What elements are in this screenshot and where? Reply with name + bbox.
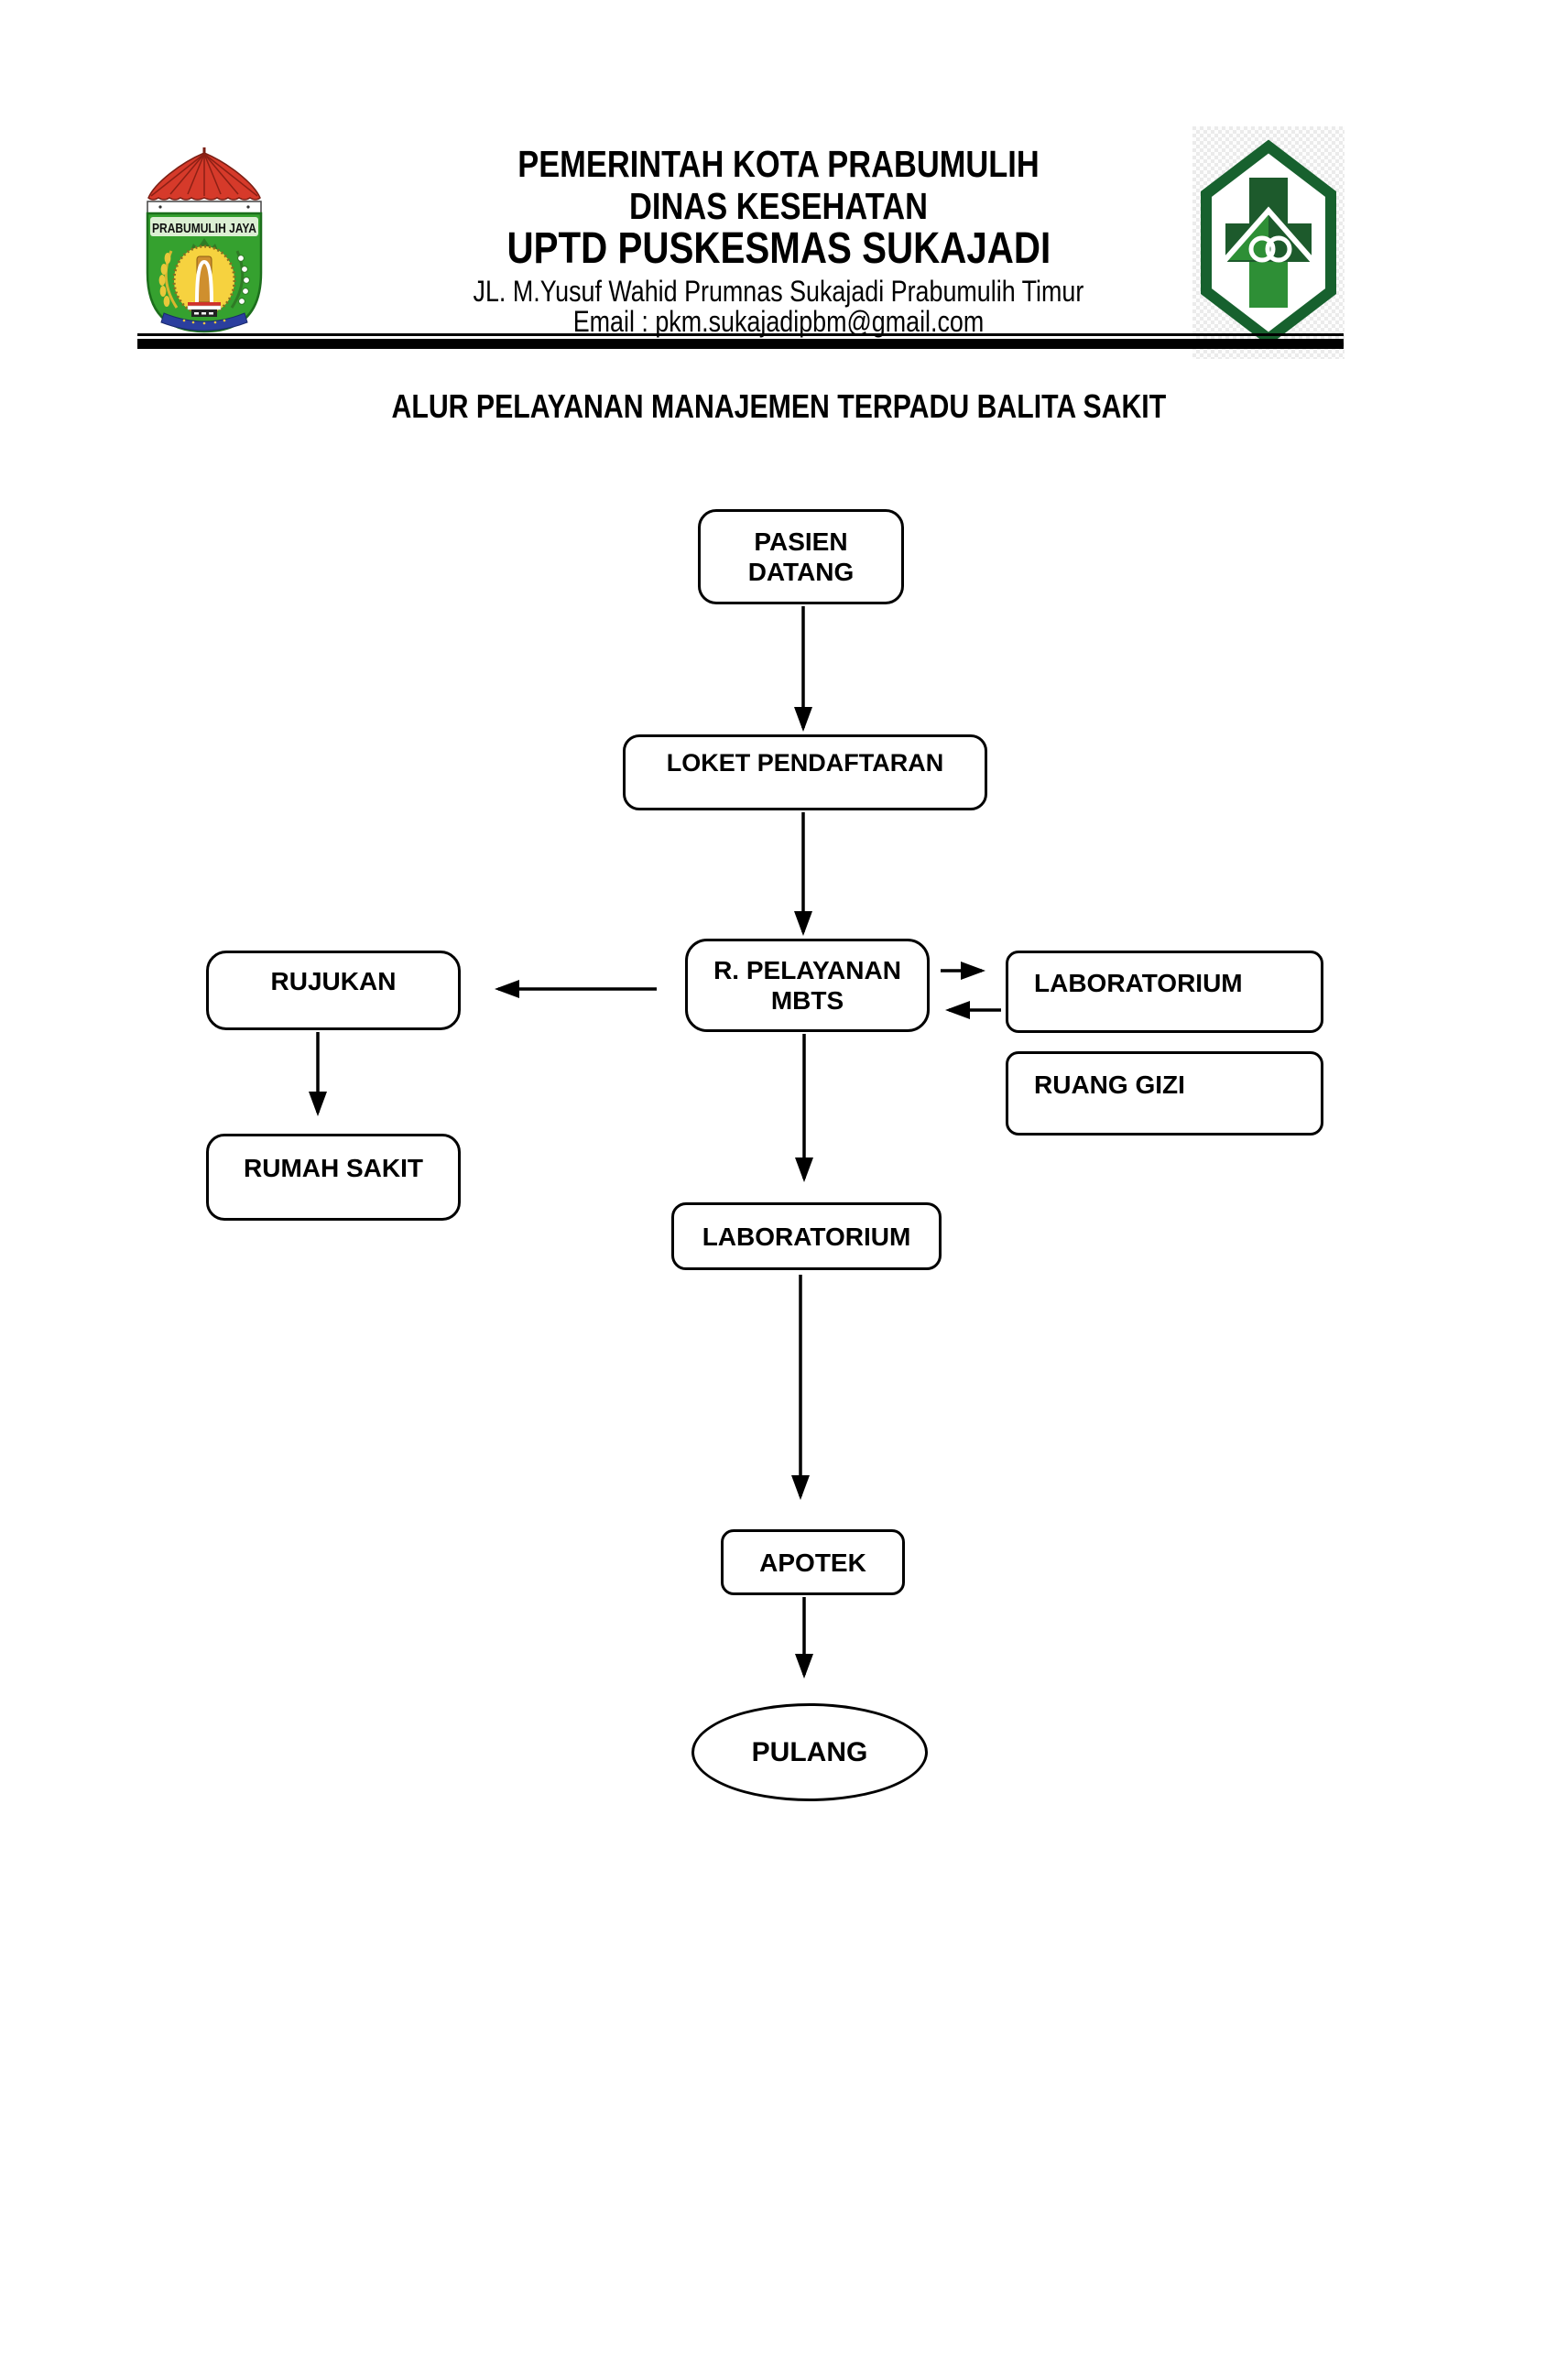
crest-banner-text: PRABUMULIH JAYA: [152, 221, 256, 236]
letterhead-divider-thin: [137, 333, 1344, 336]
node-label: DATANG: [747, 558, 855, 586]
node-apotek: APOTEK: [721, 1529, 905, 1595]
letterhead-divider-thick: [137, 339, 1344, 349]
node-pasien-datang: PASIEN DATANG: [698, 509, 904, 604]
crest-cotton: [230, 250, 250, 309]
node-r-pelayanan-mbts: R. PELAYANAN MBTS: [685, 939, 930, 1032]
node-rujukan: RUJUKAN: [206, 951, 461, 1030]
node-label: PASIEN: [754, 527, 848, 556]
node-label: LABORATORIUM: [702, 1222, 911, 1251]
city-crest-logo: PRABUMULIH JAYA: [146, 147, 263, 333]
crest-ribbon: [160, 312, 248, 331]
node-label: APOTEK: [759, 1548, 866, 1577]
node-label: RUANG GIZI: [1034, 1070, 1185, 1099]
page-title: ALUR PELAYANAN MANAJEMEN TERPADU BALITA …: [391, 387, 1166, 425]
node-label: R. PELAYANAN: [713, 956, 901, 984]
org-name-line2: DINAS KESEHATAN: [629, 185, 928, 227]
node-label: RUJUKAN: [270, 967, 397, 995]
node-label: PULANG: [751, 1737, 868, 1767]
org-name-line3: UPTD PUSKESMAS SUKAJADI: [506, 224, 1051, 273]
org-name-line1: PEMERINTAH KOTA PRABUMULIH: [517, 143, 1040, 185]
node-ruang-gizi: RUANG GIZI: [1006, 1051, 1323, 1136]
node-loket-pendaftaran: LOKET PENDAFTARAN: [623, 734, 987, 810]
node-label: LABORATORIUM: [1034, 968, 1243, 997]
logo-roof-family: [1218, 206, 1319, 266]
node-label: LOKET PENDAFTARAN: [666, 749, 944, 777]
crest-banner: [187, 302, 222, 317]
node-label: MBTS: [770, 986, 844, 1015]
node-laboratorium-right: LABORATORIUM: [1006, 951, 1323, 1033]
crest-paddy: [158, 250, 179, 309]
node-label: RUMAH SAKIT: [244, 1154, 423, 1182]
crest-umbrella: [147, 147, 261, 201]
node-pulang: PULANG: [691, 1703, 928, 1801]
org-address: JL. M.Yusuf Wahid Prumnas Sukajadi Prabu…: [473, 275, 1084, 308]
org-email: Email : pkm.sukajadipbm@gmail.com: [572, 305, 985, 338]
node-laboratorium-center: LABORATORIUM: [671, 1202, 942, 1270]
puskesmas-logo: [1192, 126, 1345, 359]
node-rumah-sakit: RUMAH SAKIT: [206, 1134, 461, 1221]
